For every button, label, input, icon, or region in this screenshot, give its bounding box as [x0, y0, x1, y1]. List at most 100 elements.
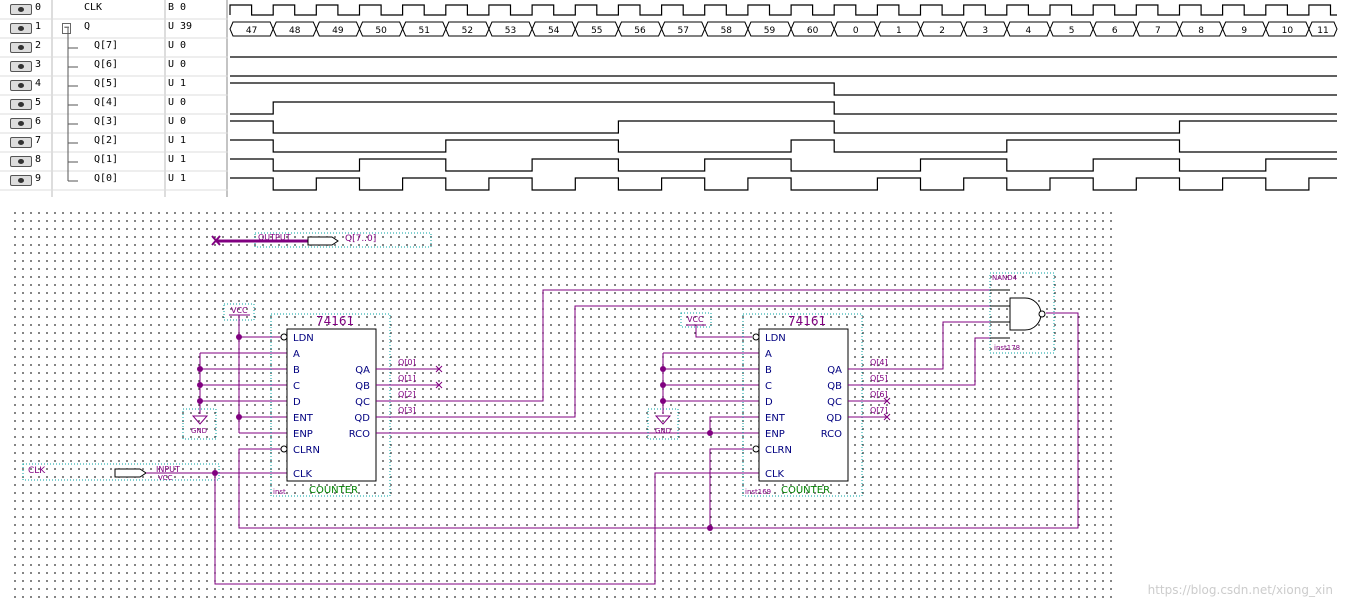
- signal-row[interactable]: 1 − Q U 39: [0, 19, 228, 38]
- signal-index-number: 1: [35, 21, 42, 32]
- pin-a: A: [765, 349, 772, 360]
- input-pin-icon: [10, 4, 32, 15]
- nand4-type: NAND4: [992, 274, 1018, 282]
- signal-row[interactable]: 6 Q[3] U 0: [0, 114, 228, 133]
- output-pin-icon: [10, 61, 32, 72]
- bus-value-label: 51: [418, 26, 429, 36]
- signal-name: Q[5]: [94, 78, 119, 89]
- pin-qd: QD: [354, 413, 370, 424]
- signal-value: U 39: [168, 21, 193, 32]
- q1-waveform: [230, 158, 1337, 172]
- svg-text:GND: GND: [655, 427, 671, 435]
- counter1-74161[interactable]: 74161 COUNTER inst LDNABCDENTENPCLRNCLKQ…: [270, 313, 391, 497]
- clk-waveform: [229, 4, 1337, 16]
- counter2-junctions: [660, 366, 713, 531]
- signal-value: U 1: [168, 135, 187, 146]
- signal-index-number: 0: [35, 2, 42, 13]
- pin-qc: QC: [355, 397, 370, 408]
- output-net-label: Q[1]: [398, 374, 416, 383]
- signal-index: 0: [4, 2, 50, 17]
- schematic-canvas[interactable]: [8, 206, 1112, 601]
- signal-value: U 0: [168, 97, 187, 108]
- bus-value-label: 57: [677, 26, 688, 36]
- pin-ent: ENT: [293, 413, 314, 424]
- signal-value: U 0: [168, 116, 187, 127]
- signal-name: CLK: [84, 2, 103, 13]
- output-pin-icon: [10, 137, 32, 148]
- pin-rco: RCO: [349, 429, 370, 440]
- pin-qd: QD: [826, 413, 842, 424]
- signal-index-number: 2: [35, 40, 42, 51]
- output-net-label: Q[0]: [398, 358, 416, 367]
- bus-value-label: 4: [1026, 26, 1032, 36]
- signal-index: 4: [4, 78, 50, 93]
- bus-value-label: 7: [1155, 26, 1161, 36]
- signal-index-number: 3: [35, 59, 42, 70]
- pin-qc: QC: [827, 397, 842, 408]
- signal-index-number: 7: [35, 135, 42, 146]
- signal-row[interactable]: 4 Q[5] U 1: [0, 76, 228, 95]
- bus-value-label: 5: [1069, 26, 1075, 36]
- pin-enp: ENP: [293, 429, 313, 440]
- output-pin-icon: [10, 80, 32, 91]
- counter2-part: 74161: [788, 314, 826, 328]
- bus-value-label: 1: [896, 26, 902, 36]
- signal-value: U 1: [168, 78, 187, 89]
- pin-clrn: CLRN: [765, 445, 792, 456]
- expand-toggle-icon[interactable]: −: [62, 23, 72, 34]
- bus-value-label: 0: [853, 26, 859, 36]
- bus-value-label: 55: [591, 26, 602, 36]
- nand4-gate[interactable]: NAND4 inst178: [989, 272, 1055, 354]
- signal-name: Q: [84, 21, 91, 32]
- output-net-label: Q[7]: [870, 406, 888, 415]
- q2-waveform: [230, 139, 1337, 153]
- pin-qa: QA: [827, 365, 842, 376]
- output-pin-icon: [10, 118, 32, 129]
- output-port-label: OUTPUT: [258, 233, 291, 242]
- pin-rco: RCO: [821, 429, 842, 440]
- input-port-label: INPUT: [156, 465, 180, 474]
- bus-segment: [1308, 21, 1338, 37]
- bus-value-label: 50: [375, 26, 387, 36]
- q4-waveform: [230, 101, 1337, 115]
- svg-text:VCC: VCC: [231, 306, 248, 315]
- signal-index: 1: [4, 21, 50, 36]
- bus-value-label: 10: [1282, 26, 1294, 36]
- signal-value: U 0: [168, 40, 187, 51]
- counter1-part: 74161: [316, 314, 354, 328]
- signal-name: Q[3]: [94, 116, 119, 127]
- bus-value-label: 49: [332, 26, 344, 36]
- input-signal-name: CLK: [28, 466, 46, 476]
- hierarchy-tree: [67, 28, 78, 182]
- signal-index-number: 4: [35, 78, 42, 89]
- signal-index: 3: [4, 59, 50, 74]
- signal-name: Q[1]: [94, 154, 119, 165]
- bus-value-label: 47: [246, 26, 257, 36]
- signal-index-number: 6: [35, 116, 42, 127]
- pin-clk: CLK: [765, 469, 785, 480]
- signal-index-number: 8: [35, 154, 42, 165]
- bus-value-label: 59: [764, 26, 776, 36]
- bus-value-label: 8: [1198, 26, 1204, 36]
- pin-b: B: [293, 365, 300, 376]
- counter2-74161[interactable]: 74161 COUNTER inst169 LDNABCDENTENPCLRNC…: [742, 313, 863, 497]
- signal-value: U 0: [168, 59, 187, 70]
- output-net-label: Q[6]: [870, 390, 888, 399]
- counter2-output-labels: Q[4]Q[5]Q[6]Q[7]: [870, 358, 888, 415]
- counter1-type: COUNTER: [309, 485, 358, 496]
- counter1-junctions: [197, 334, 242, 476]
- output-port[interactable]: OUTPUT Q[7..0]: [211, 232, 432, 248]
- input-clk-port[interactable]: CLK INPUT VCC: [22, 463, 290, 482]
- output-bus-label: Q[7..0]: [345, 234, 376, 244]
- pin-b: B: [765, 365, 772, 376]
- signal-name: Q[0]: [94, 173, 119, 184]
